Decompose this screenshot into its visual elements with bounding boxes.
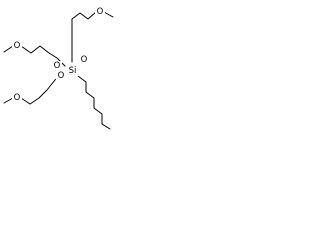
svg-text:O: O (14, 93, 21, 103)
bond-upper-right-chain (71, 11, 114, 63)
atom-o-si-upper-left: O (52, 61, 62, 71)
atom-o-upper-right-chain: O (95, 7, 105, 17)
svg-text:O: O (54, 61, 61, 71)
molecule-structure: O O O O O O Si (3, 7, 114, 130)
atom-o-upper-left-chain: O (12, 41, 22, 51)
atom-o-si-lower-left: O (56, 71, 66, 81)
atom-o-lower-left-chain: O (12, 93, 22, 103)
svg-text:O: O (14, 41, 21, 51)
svg-text:O: O (97, 7, 104, 17)
atom-silicon: Si (66, 66, 79, 76)
svg-text:Si: Si (69, 66, 77, 76)
bond-octyl-chain (77, 75, 111, 130)
svg-text:O: O (58, 71, 65, 81)
atoms: O O O O O O Si (12, 7, 105, 103)
svg-text:O: O (81, 55, 88, 65)
atom-o-si-upper-right: O (79, 55, 89, 65)
